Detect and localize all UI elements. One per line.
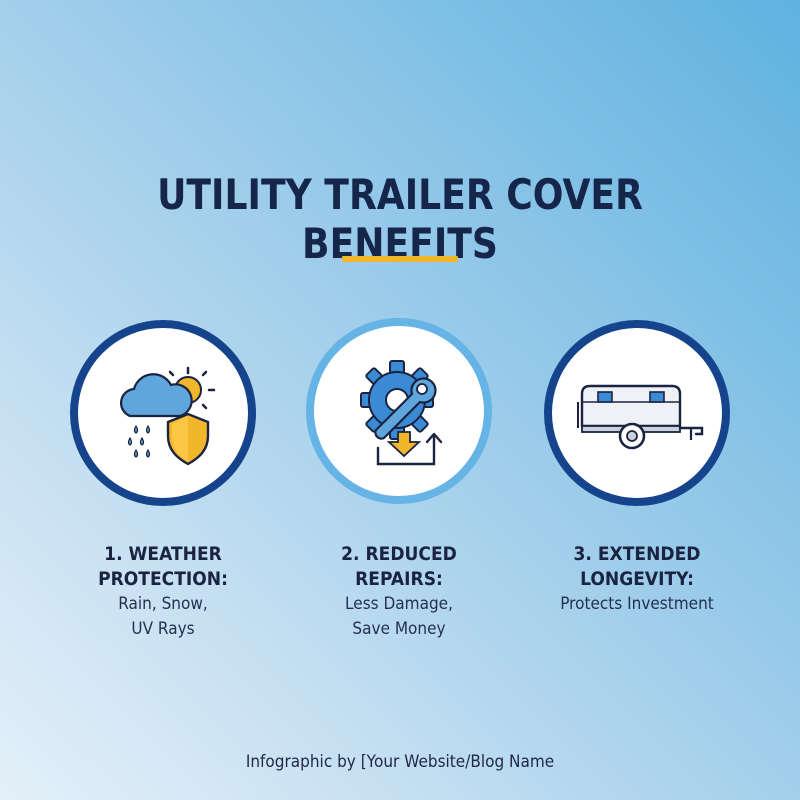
benefit-2-heading-line1: 2. REDUCED [341,543,457,565]
footer-credit: Infographic by [Your Website/Blog Name [245,752,555,772]
benefit-2-desc-line1: Less Damage, [345,594,453,614]
trailer-icon [577,384,704,450]
benefit-2-caption: 2. REDUCED REPAIRS: Less Damage, Save Mo… [289,542,509,642]
benefit-2-desc-line2: Save Money [352,619,446,639]
benefit-1-desc-line2: UV Rays [131,619,195,639]
benefit-3-heading: 3. EXTENDED LONGEVITY: [538,542,736,592]
benefit-3-desc-line1: Protects Investment [560,594,714,614]
benefit-1-heading-line2: PROTECTION: [98,568,228,590]
gear-wrench-icon [360,360,443,466]
benefit-3-heading-line2: LONGEVITY: [580,568,694,590]
benefit-3-circle [544,320,730,506]
benefit-3-caption: 3. EXTENDED LONGEVITY: Protects Investme… [527,542,747,617]
page-title: UTILITY TRAILER COVER BENEFITS [157,170,643,268]
weather-shield-icon [120,366,216,466]
benefit-1-caption: 1. WEATHER PROTECTION: Rain, Snow, UV Ra… [53,542,273,642]
benefit-2-description: Less Damage, Save Money [300,592,498,642]
benefit-2-heading: 2. REDUCED REPAIRS: [300,542,498,592]
benefit-1-circle [70,320,256,506]
title-underline [342,256,458,262]
benefit-1-desc-line1: Rain, Snow, [118,594,208,614]
benefit-1-description: Rain, Snow, UV Rays [64,592,262,642]
benefit-1-heading-line1: 1. WEATHER [104,543,222,565]
benefit-1-heading: 1. WEATHER PROTECTION: [64,542,262,592]
benefit-3-heading-line1: 3. EXTENDED [573,543,701,565]
benefit-2-heading-line2: REPAIRS: [355,568,443,590]
benefit-2-circle [306,318,492,504]
benefit-3-description: Protects Investment [538,592,736,617]
